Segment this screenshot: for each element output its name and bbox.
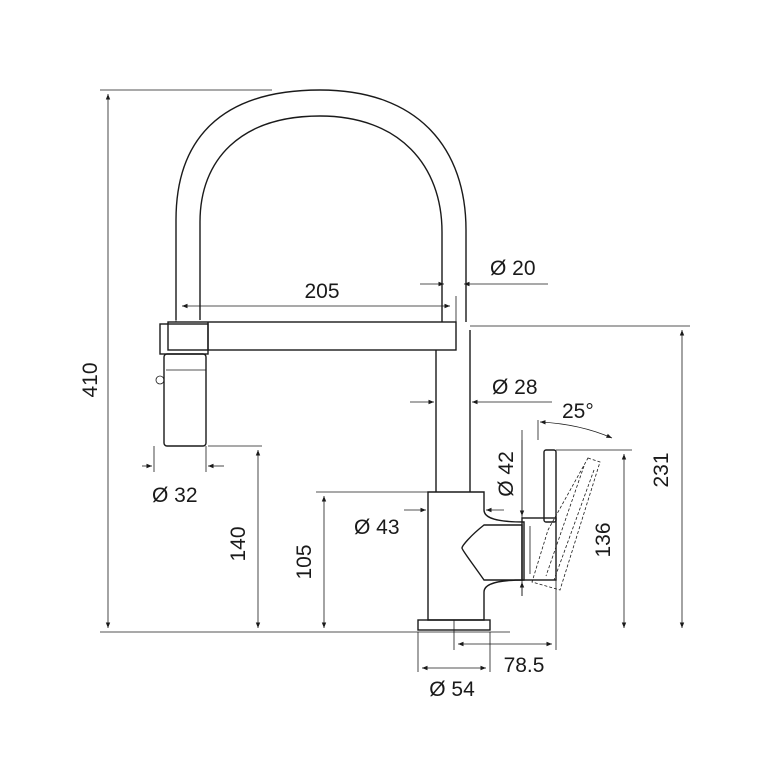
gooseneck-inner	[199, 115, 443, 322]
label-spout-reach: 205	[304, 280, 339, 303]
label-lever-height: 136	[592, 522, 615, 557]
dim-25-arc	[539, 420, 613, 439]
label-overall-height: 410	[79, 362, 102, 397]
lever-rotated	[531, 457, 601, 591]
label-column-diameter: Ø 28	[492, 376, 538, 399]
body	[427, 491, 525, 621]
spray-head	[163, 353, 207, 447]
spray-button-icon	[155, 375, 165, 385]
dimension-labels: 410 205 Ø 20 Ø 28 25° Ø 42 231 136 Ø 43 …	[79, 257, 673, 701]
label-lever-diameter: Ø 42	[495, 451, 518, 497]
dimension-lines	[105, 94, 685, 671]
label-hose-diameter: Ø 20	[490, 257, 536, 280]
column	[435, 330, 471, 492]
faucet-outline	[155, 89, 601, 631]
label-base-height: 105	[293, 544, 316, 579]
label-body-height: 231	[650, 452, 673, 487]
label-body-diameter: Ø 43	[354, 516, 400, 539]
gooseneck-outer	[175, 89, 467, 322]
label-base-diameter: Ø 54	[429, 678, 475, 701]
spout-arm	[167, 321, 457, 351]
label-spray-diameter: Ø 32	[152, 484, 198, 507]
lever-handle	[543, 449, 557, 523]
lever-cone	[461, 524, 523, 581]
lever-hub	[521, 517, 557, 581]
label-lever-offset: 78.5	[504, 654, 545, 677]
label-spray-height: 140	[227, 526, 250, 561]
extension-lines	[100, 89, 690, 672]
label-lever-angle: 25°	[562, 400, 594, 423]
